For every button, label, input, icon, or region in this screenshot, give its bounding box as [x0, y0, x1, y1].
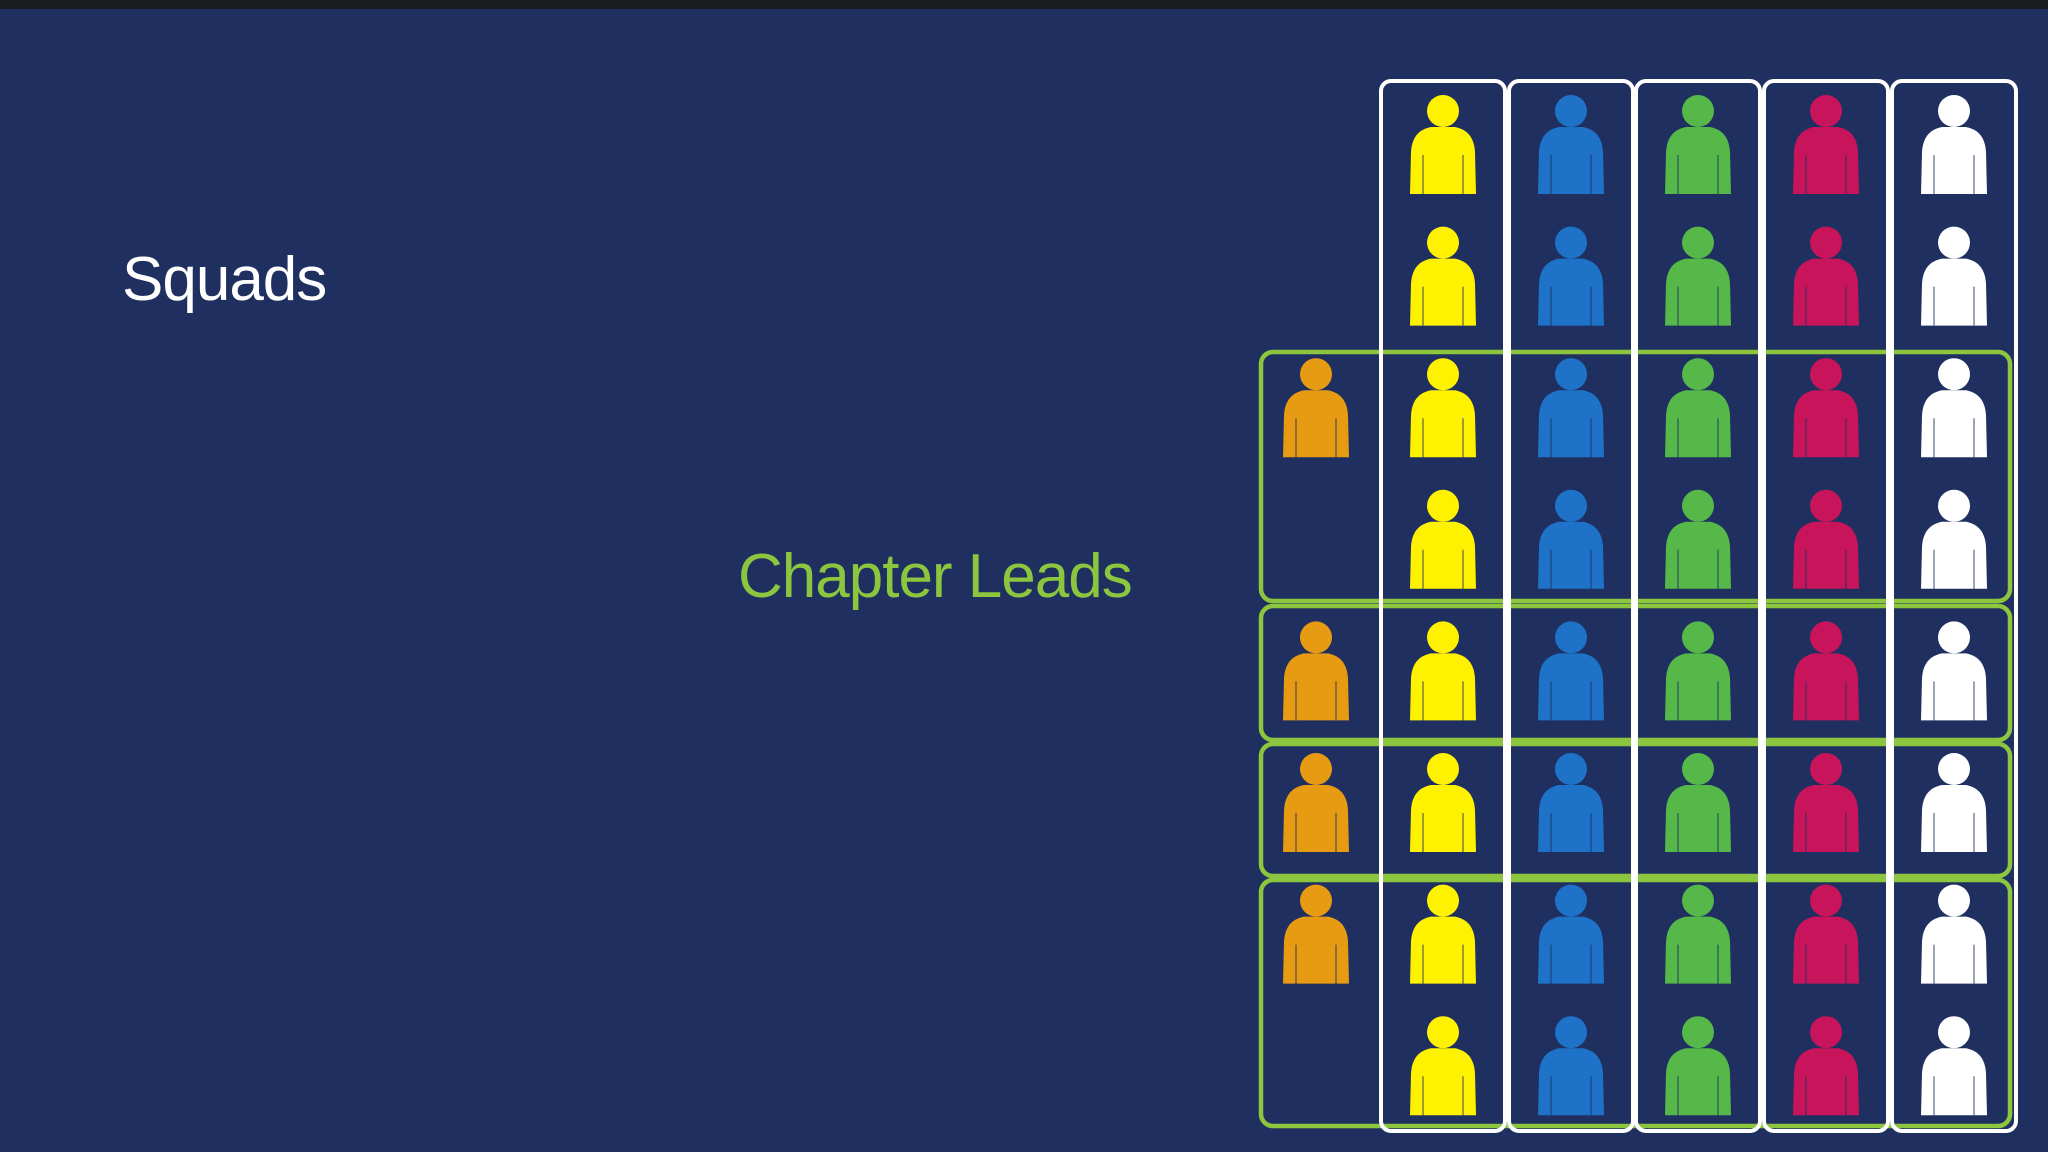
person-icon	[1921, 489, 1987, 589]
window-top-bar	[0, 0, 2048, 9]
person-icon	[1921, 1016, 1987, 1116]
chapter-lead-icon	[1283, 621, 1349, 721]
person-icon	[1665, 95, 1731, 194]
person-icon	[1793, 884, 1859, 984]
person-icon	[1410, 489, 1476, 589]
person-icon	[1921, 753, 1987, 852]
person-icon	[1793, 489, 1859, 589]
squad-frame	[1507, 79, 1635, 1133]
person-icon	[1538, 753, 1604, 852]
person-icon	[1793, 753, 1859, 852]
person-icon	[1665, 226, 1731, 326]
person-icon	[1921, 226, 1987, 326]
chapter-leads-label: Chapter Leads	[738, 542, 1133, 611]
person-icon	[1410, 884, 1476, 984]
chapter-lead-icon	[1283, 884, 1349, 984]
person-icon	[1538, 358, 1604, 458]
squads-label: Squads	[122, 245, 327, 314]
person-icon	[1410, 753, 1476, 852]
person-icon	[1921, 621, 1987, 721]
person-icon	[1793, 1016, 1859, 1116]
squad-frame	[1634, 79, 1762, 1133]
person-icon	[1538, 884, 1604, 984]
person-icon	[1921, 884, 1987, 984]
person-icon	[1410, 358, 1476, 458]
chapter-lead-icon	[1283, 358, 1349, 458]
person-icon	[1538, 621, 1604, 721]
person-icon	[1793, 226, 1859, 326]
chapter-lead-icon	[1283, 753, 1349, 852]
person-icon	[1538, 1016, 1604, 1116]
person-icon	[1538, 95, 1604, 194]
person-icon	[1793, 358, 1859, 458]
person-icon	[1665, 753, 1731, 852]
person-icon	[1410, 1016, 1476, 1116]
person-icon	[1665, 621, 1731, 721]
person-icon	[1665, 358, 1731, 458]
person-icon	[1538, 489, 1604, 589]
person-icon	[1921, 95, 1987, 194]
person-icon	[1410, 95, 1476, 194]
person-icon	[1793, 95, 1859, 194]
person-icon	[1665, 884, 1731, 984]
squad-frame	[1890, 79, 2018, 1133]
person-icon	[1921, 358, 1987, 458]
person-icon	[1410, 621, 1476, 721]
person-icon	[1665, 1016, 1731, 1116]
squad-frame	[1762, 79, 1890, 1133]
squad-frame	[1379, 79, 1507, 1133]
person-icon	[1665, 489, 1731, 589]
person-icon	[1538, 226, 1604, 326]
person-icon	[1410, 226, 1476, 326]
person-icon	[1793, 621, 1859, 721]
